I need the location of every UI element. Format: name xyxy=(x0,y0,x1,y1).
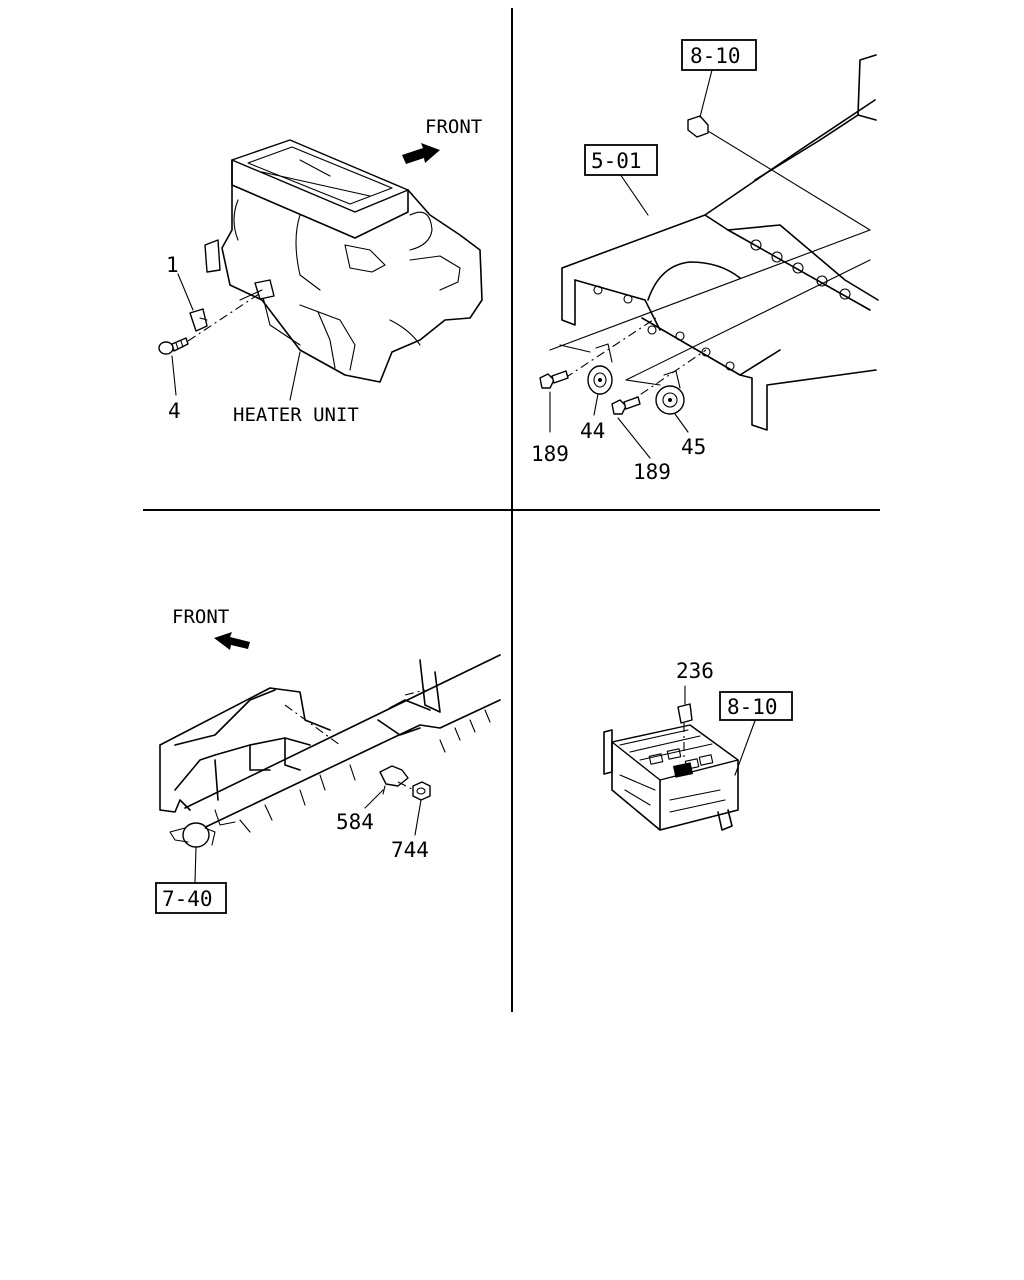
item-744-label: 744 xyxy=(391,838,429,862)
item-189-label-a: 189 xyxy=(531,442,569,466)
heater-unit-label: HEATER UNIT xyxy=(233,404,359,426)
heater-unit-drawing xyxy=(204,139,483,383)
quadrant-relay-box: 236 8-10 xyxy=(603,659,793,831)
front-label-q3: FRONT xyxy=(172,606,229,628)
bolt-189-b xyxy=(611,396,641,415)
part-1-clip xyxy=(189,308,208,332)
crossmember-drawing xyxy=(159,654,501,833)
ref-8-10-bottom-label: 8-10 xyxy=(727,695,778,719)
frame-rail-drawing xyxy=(561,54,879,431)
front-arrow-icon xyxy=(402,143,440,164)
front-label: FRONT xyxy=(425,116,482,138)
reference-box-8-10-top: 8-10 xyxy=(681,39,757,71)
item-1-label: 1 xyxy=(166,253,179,277)
horn-44 xyxy=(587,343,613,395)
reference-box-5-01: 5-01 xyxy=(584,144,658,176)
nut-744 xyxy=(412,781,431,801)
item-236-label: 236 xyxy=(676,659,714,683)
item-4-label: 4 xyxy=(168,399,181,423)
relay-box-drawing xyxy=(603,724,739,831)
quadrant-heater-unit: FRONT xyxy=(158,116,483,426)
item-44-label: 44 xyxy=(580,419,605,443)
item-584-label: 584 xyxy=(336,810,374,834)
quadrant-horns: 8-10 5-01 189 44 189 45 xyxy=(531,39,879,484)
horn-45 xyxy=(655,370,685,415)
part-4-screw xyxy=(158,337,189,355)
connector-part xyxy=(687,115,709,138)
switch-584 xyxy=(379,765,409,795)
relay-236 xyxy=(677,703,693,724)
bolt-189-a xyxy=(539,370,569,389)
item-189-label-b: 189 xyxy=(633,460,671,484)
ref-7-40-label: 7-40 xyxy=(162,887,213,911)
canister-part xyxy=(169,822,216,848)
ref-8-10-label: 8-10 xyxy=(690,44,741,68)
item-45-label: 45 xyxy=(681,435,706,459)
reference-box-7-40: 7-40 xyxy=(155,882,227,914)
reference-box-8-10-bottom: 8-10 xyxy=(719,691,793,721)
ref-5-01-label: 5-01 xyxy=(591,149,642,173)
quadrant-crossmember: FRONT xyxy=(155,606,501,914)
front-arrow-icon-q3 xyxy=(214,632,250,650)
